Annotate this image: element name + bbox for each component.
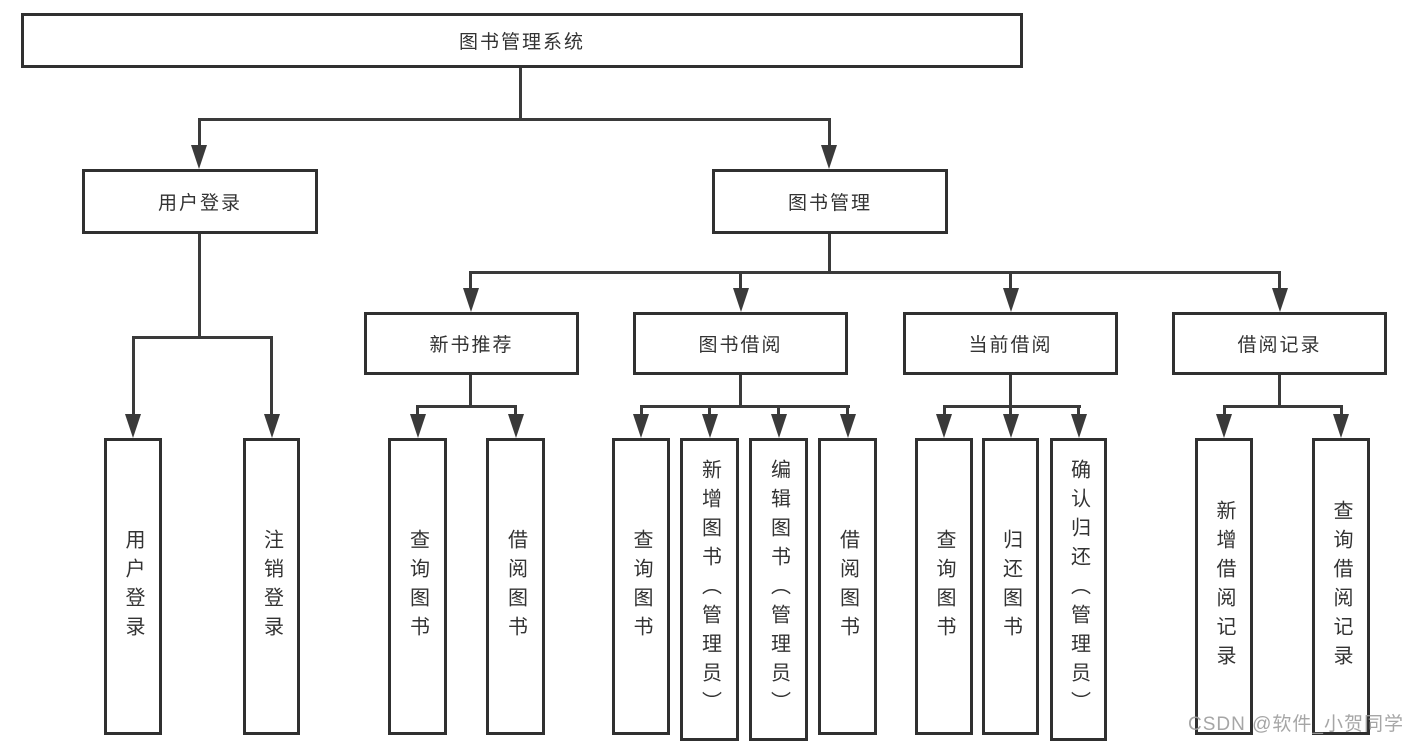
connector-line — [131, 336, 135, 416]
connector-line — [469, 375, 472, 408]
connector-line — [469, 271, 472, 291]
leaf-add-borrow-record: 新增借阅记录 — [1195, 438, 1253, 735]
connector-line — [270, 336, 273, 416]
connector-line — [1278, 375, 1281, 408]
connector-line — [197, 234, 201, 339]
leaf-borrow-books: 借阅图书 — [818, 438, 877, 735]
arrow-down-icon — [770, 414, 787, 438]
leaf-label: 查询借阅记录 — [1330, 499, 1352, 674]
node-book-borrowing: 图书借阅 — [633, 312, 848, 375]
connector-line — [1222, 405, 1226, 417]
arrow-down-icon — [1002, 414, 1019, 438]
arrow-down-icon — [839, 414, 856, 438]
connector-line — [1009, 405, 1012, 417]
connector-line — [1222, 405, 1343, 408]
connector-line — [1077, 405, 1080, 417]
leaf-query-books-recommend: 查询图书 — [388, 438, 447, 735]
leaf-label: 注销登录 — [260, 528, 283, 645]
arrow-down-icon — [1070, 414, 1087, 438]
arrow-down-icon — [1216, 414, 1232, 438]
arrow-down-icon — [701, 414, 718, 438]
leaf-label: 确认归还（管理员） — [1067, 459, 1090, 720]
connector-line — [739, 271, 742, 291]
connector-line — [708, 405, 711, 417]
leaf-logout: 注销登录 — [243, 438, 300, 735]
node-user-login: 用户登录 — [82, 169, 318, 234]
node-current-borrowing: 当前借阅 — [903, 312, 1118, 375]
arrow-down-icon — [125, 414, 141, 438]
arrow-down-icon — [1271, 288, 1288, 312]
leaf-user-login: 用户登录 — [104, 438, 162, 735]
leaf-label: 编辑图书（管理员） — [767, 459, 790, 720]
leaf-borrow-books-recommend: 借阅图书 — [486, 438, 545, 735]
leaf-confirm-return-admin: 确认归还（管理员） — [1050, 438, 1107, 741]
leaf-query-borrow-record: 查询借阅记录 — [1312, 438, 1370, 735]
node-label: 借阅记录 — [1237, 335, 1322, 356]
connector-line — [416, 405, 517, 408]
node-book-management: 图书管理 — [712, 169, 948, 234]
node-label: 图书管理 — [787, 193, 872, 214]
connector-line — [469, 271, 1281, 274]
watermark: CSDN @软件_小贺同学 — [1188, 714, 1404, 735]
connector-line — [846, 405, 849, 417]
connector-line — [777, 405, 780, 417]
node-label: 当前借阅 — [968, 335, 1053, 356]
arrow-down-icon — [409, 414, 426, 438]
leaf-edit-books-admin: 编辑图书（管理员） — [749, 438, 808, 741]
arrow-down-icon — [821, 145, 837, 169]
leaf-label: 用户登录 — [122, 528, 144, 645]
leaf-add-books-admin: 新增图书（管理员） — [680, 438, 739, 741]
connector-line — [131, 336, 273, 339]
node-label: 用户登录 — [157, 193, 242, 214]
connector-line — [639, 405, 643, 417]
node-label: 新书推荐 — [429, 335, 514, 356]
connector-line — [1009, 271, 1012, 291]
node-root-system: 图书管理系统 — [21, 13, 1023, 68]
arrow-down-icon — [462, 288, 479, 312]
arrow-down-icon — [507, 414, 524, 438]
leaf-query-books-borrowing: 查询图书 — [612, 438, 670, 735]
connector-line — [514, 405, 517, 417]
leaf-label: 归还图书 — [999, 528, 1022, 645]
leaf-label: 查询图书 — [933, 528, 955, 645]
connector-line — [942, 405, 946, 417]
connector-line — [1009, 375, 1012, 408]
leaf-label: 查询图书 — [406, 528, 429, 645]
arrow-down-icon — [633, 414, 649, 438]
arrow-down-icon — [263, 414, 280, 438]
arrow-down-icon — [732, 288, 749, 312]
node-borrowing-records: 借阅记录 — [1172, 312, 1387, 375]
leaf-label: 新增借阅记录 — [1213, 499, 1235, 674]
connector-line — [519, 68, 522, 119]
connector-line — [197, 118, 201, 148]
connector-line — [1278, 271, 1281, 291]
arrow-down-icon — [1002, 288, 1019, 312]
connector-line — [197, 118, 831, 121]
node-label: 图书借阅 — [698, 335, 783, 356]
node-label: 图书管理系统 — [458, 32, 585, 53]
leaf-label: 借阅图书 — [836, 528, 859, 645]
leaf-label: 新增图书（管理员） — [698, 459, 721, 720]
connector-line — [739, 375, 742, 408]
leaf-label: 查询图书 — [630, 528, 652, 645]
connector-line — [416, 405, 419, 417]
arrow-down-icon — [1333, 414, 1349, 438]
connector-line — [827, 118, 831, 148]
leaf-label: 借阅图书 — [504, 528, 527, 645]
connector-line — [827, 234, 831, 274]
connector-line — [1339, 405, 1343, 417]
connector-line — [639, 405, 850, 408]
arrow-down-icon — [936, 414, 952, 438]
leaf-query-books-current: 查询图书 — [915, 438, 973, 735]
node-new-book-recommendation: 新书推荐 — [364, 312, 579, 375]
arrow-down-icon — [191, 145, 207, 169]
leaf-return-books: 归还图书 — [982, 438, 1039, 735]
